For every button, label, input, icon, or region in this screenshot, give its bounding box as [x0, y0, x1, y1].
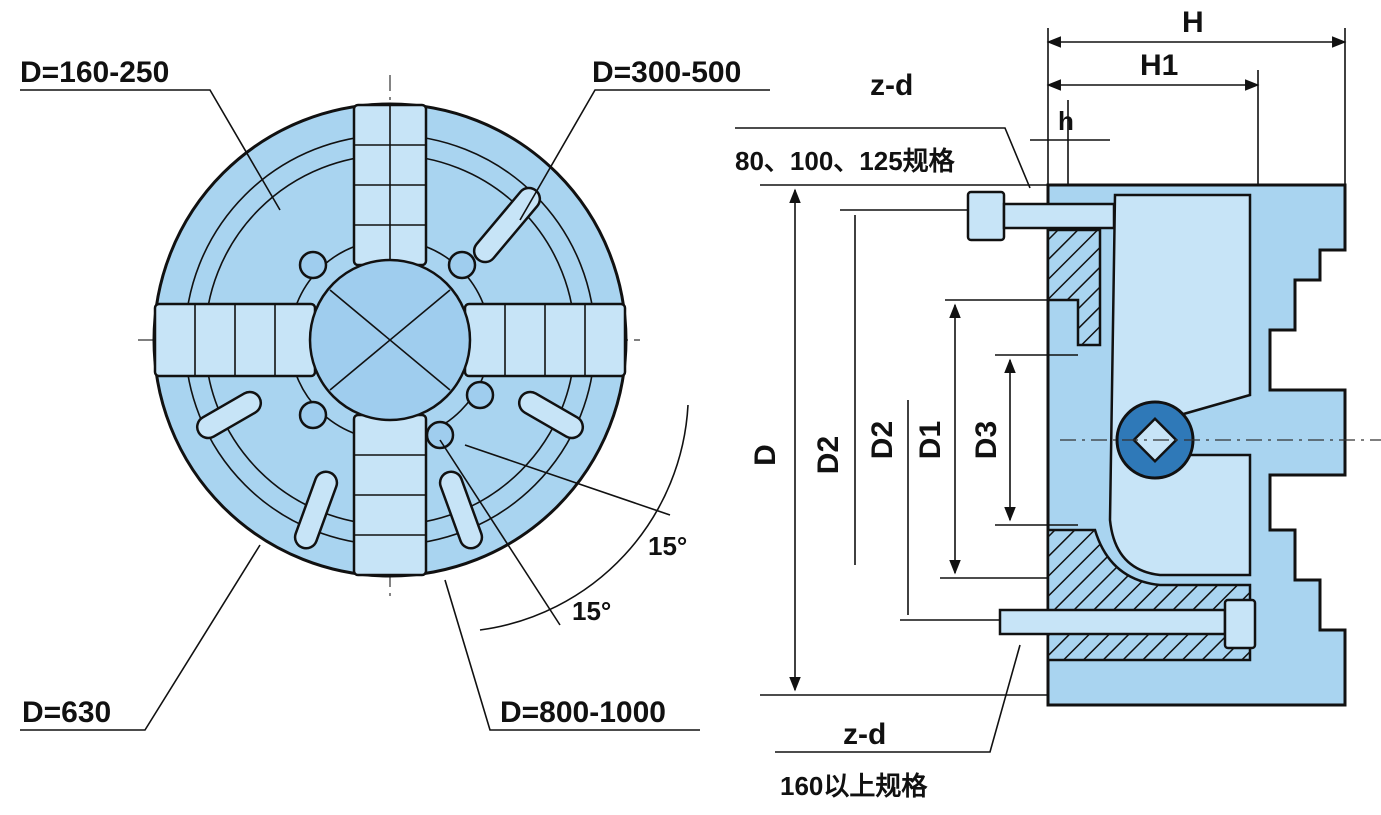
bolt-holes	[298, 250, 495, 450]
label-H: H	[1182, 6, 1204, 39]
label-D2: D2	[812, 436, 845, 474]
t-slots	[195, 186, 585, 550]
leader-spec-bottom	[775, 644, 1021, 753]
label-spec-bottom: 160以上规格	[780, 771, 928, 801]
side-view: H H1 h z-d 80、100、125规格	[735, 6, 1381, 801]
angle-leader-upper	[464, 444, 671, 516]
label-angle-lower: 15°	[572, 596, 611, 626]
label-h: h	[1058, 106, 1074, 136]
inner-cavity	[1108, 193, 1252, 577]
leader-d300-500	[519, 89, 770, 221]
label-zd-bottom: z-d	[843, 718, 886, 751]
jaw-top	[352, 103, 428, 267]
label-H1: H1	[1140, 49, 1178, 82]
jaw-right	[463, 302, 627, 378]
leader-d800-1000	[444, 579, 700, 731]
label-spec-top: 80、100、125规格	[735, 146, 956, 176]
jaw-left	[153, 302, 317, 378]
bolt-head-top	[966, 190, 1006, 242]
bolt-shank-bottom	[998, 608, 1227, 636]
label-D2-alt: D2	[866, 421, 899, 459]
label-angle-upper: 15°	[648, 531, 687, 561]
jaw-bottom	[352, 413, 428, 577]
label-d630: D=630	[22, 696, 111, 729]
leader-spec-top	[735, 127, 1031, 189]
label-d800-1000: D=800-1000	[500, 696, 666, 729]
label-D1: D1	[914, 421, 947, 459]
label-D: D	[749, 444, 782, 466]
leader-d160-250	[20, 89, 281, 211]
label-zd-top: z-d	[870, 69, 913, 102]
bolt-head-bottom	[1223, 598, 1257, 650]
label-D3: D3	[970, 421, 1003, 459]
angle-leader-lower	[439, 439, 561, 626]
label-d160-250: D=160-250	[20, 56, 169, 89]
label-d300-500: D=300-500	[592, 56, 741, 89]
angle-arc	[479, 404, 689, 631]
bolt-shank-top	[1002, 202, 1116, 230]
front-view: D=160-250 D=300-500 D=630 D=800-1000 15°…	[20, 56, 770, 731]
leader-d630	[20, 544, 261, 731]
